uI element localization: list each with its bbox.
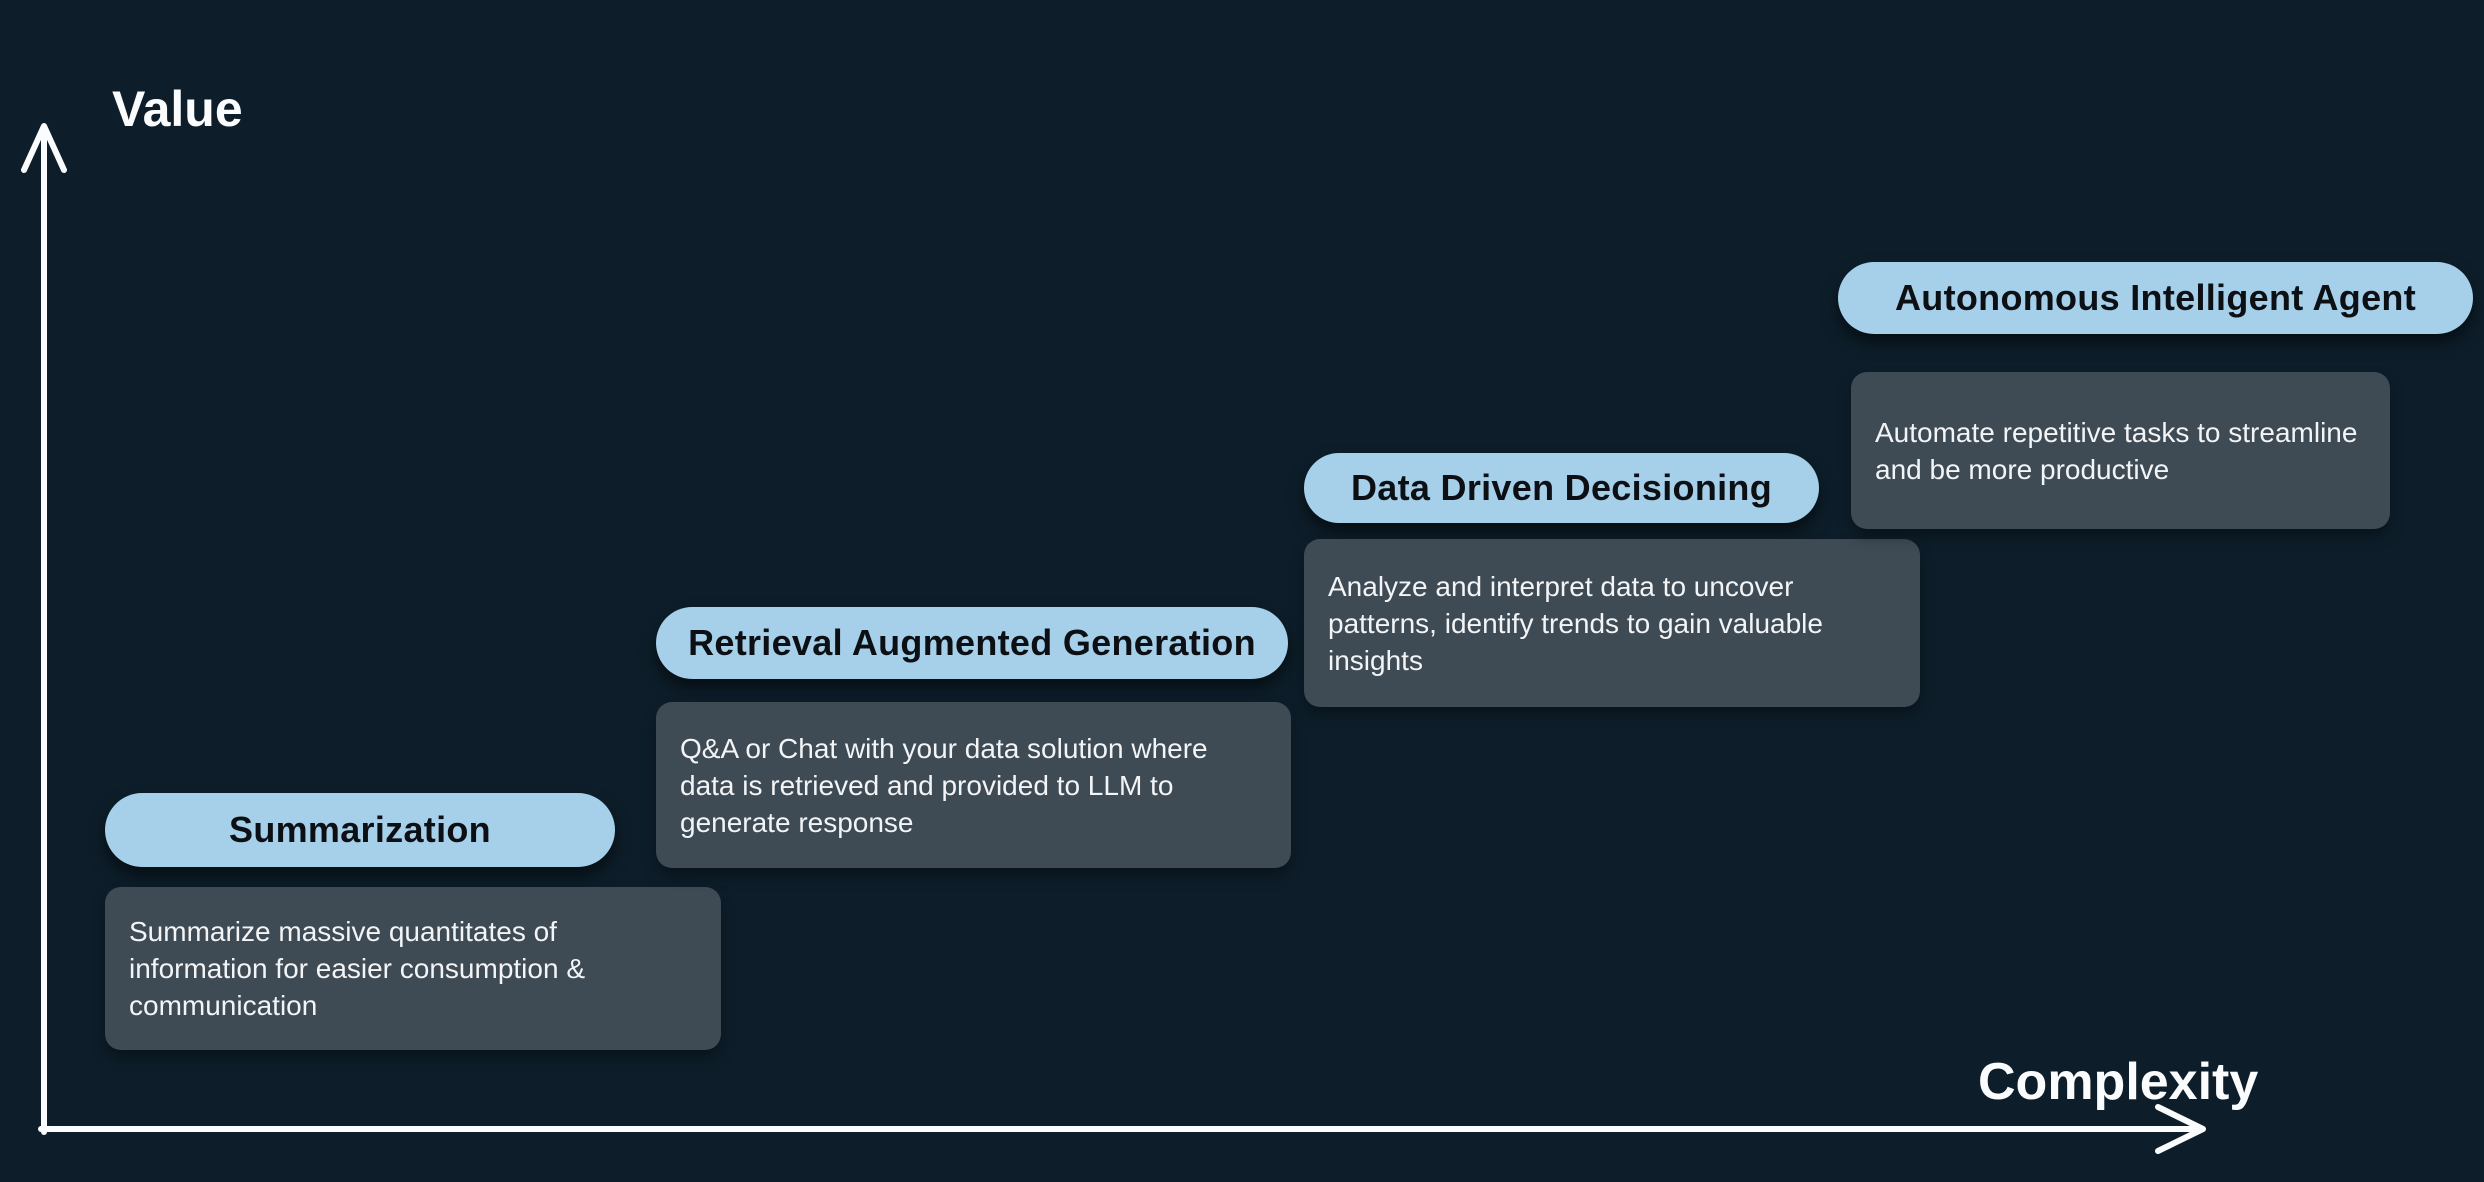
stage-description-data-driven-decisioning: Analyze and interpret data to uncover pa… (1304, 539, 1920, 707)
stage-pill-data-driven-decisioning: Data Driven Decisioning (1304, 453, 1819, 523)
step-autonomous-intelligent-agent: Autonomous Intelligent Agent Automate re… (1838, 262, 2473, 529)
x-axis-arrow (38, 1104, 2206, 1154)
stage-description-text: Analyze and interpret data to uncover pa… (1328, 570, 1823, 676)
stage-pill-retrieval-augmented-generation: Retrieval Augmented Generation (656, 607, 1288, 679)
stage-pill-autonomous-intelligent-agent: Autonomous Intelligent Agent (1838, 262, 2473, 334)
stage-description-text: Q&A or Chat with your data solution wher… (680, 732, 1208, 838)
stage-description-text: Summarize massive quantitates of informa… (129, 916, 585, 1021)
stage-description-retrieval-augmented-generation: Q&A or Chat with your data solution wher… (656, 702, 1291, 868)
x-axis-label: Complexity (1978, 1053, 2259, 1111)
stage-description-summarization: Summarize massive quantitates of informa… (105, 887, 721, 1050)
stage-description-text: Automate repetitive tasks to streamline … (1875, 416, 2358, 485)
step-retrieval-augmented-generation: Retrieval Augmented Generation Q&A or Ch… (656, 607, 1291, 868)
y-axis-label: Value (112, 81, 243, 137)
y-axis-arrow (21, 123, 67, 1135)
stage-description-autonomous-intelligent-agent: Automate repetitive tasks to streamline … (1851, 372, 2390, 529)
stage-pill-summarization: Summarization (105, 793, 615, 867)
step-data-driven-decisioning: Data Driven Decisioning Analyze and inte… (1304, 453, 1920, 707)
step-summarization: Summarization Summarize massive quantita… (105, 793, 721, 1050)
